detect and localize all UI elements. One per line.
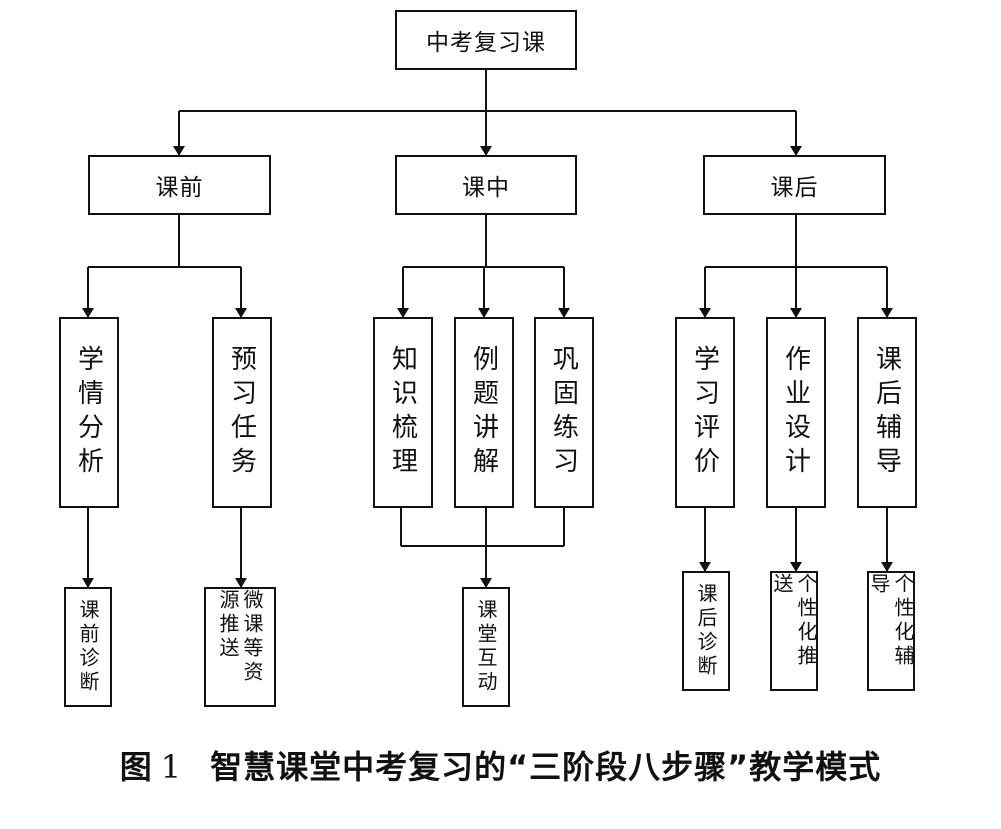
caption-text: 智慧课堂中考复习的“三阶段八步骤”教学模式	[210, 748, 882, 786]
output-node-kqzd: 课前诊断	[64, 587, 112, 707]
connector-layer	[82, 70, 893, 588]
output-label: 课前诊断	[76, 599, 100, 695]
step-node-xuexi: 学习评价	[675, 317, 735, 508]
output-label: 课堂互动	[474, 599, 498, 695]
output-node-gxfd: 个性化辅导	[867, 571, 915, 691]
step-node-xueqing: 学情分析	[59, 317, 119, 508]
output-node-gxts: 个性化推送	[770, 571, 818, 691]
output-label: 微课等资源推送	[216, 589, 264, 685]
output-node-ketang: 课堂互动	[462, 587, 510, 707]
step-label: 课后辅导	[871, 344, 902, 481]
output-label: 个性化辅导	[867, 573, 915, 669]
step-label: 学习评价	[689, 344, 720, 481]
step-label: 知识梳理	[387, 344, 418, 481]
phase-node-in: 课中	[395, 155, 577, 215]
step-node-kehou: 课后辅导	[857, 317, 917, 508]
step-label: 预习任务	[226, 344, 257, 481]
step-node-liti: 例题讲解	[454, 317, 514, 508]
step-node-gonggu: 巩固练习	[534, 317, 594, 508]
step-label: 巩固练习	[548, 344, 579, 481]
step-node-zuoye: 作业设计	[766, 317, 826, 508]
step-node-yuxi: 预习任务	[212, 317, 272, 508]
output-label: 课后诊断	[694, 583, 718, 679]
step-label: 学情分析	[73, 344, 104, 481]
caption-number: 1	[160, 748, 183, 786]
step-node-zhishi: 知识梳理	[373, 317, 433, 508]
output-label: 个性化推送	[770, 573, 818, 669]
output-node-khzd: 课后诊断	[682, 571, 730, 691]
caption-prefix: 图	[119, 748, 153, 786]
phase-node-post: 课后	[703, 155, 886, 215]
step-label: 例题讲解	[468, 344, 499, 481]
root-node: 中考复习课	[395, 10, 577, 70]
output-node-weike: 微课等资源推送	[204, 587, 276, 707]
step-label: 作业设计	[780, 344, 811, 481]
phase-node-pre: 课前	[88, 155, 271, 215]
